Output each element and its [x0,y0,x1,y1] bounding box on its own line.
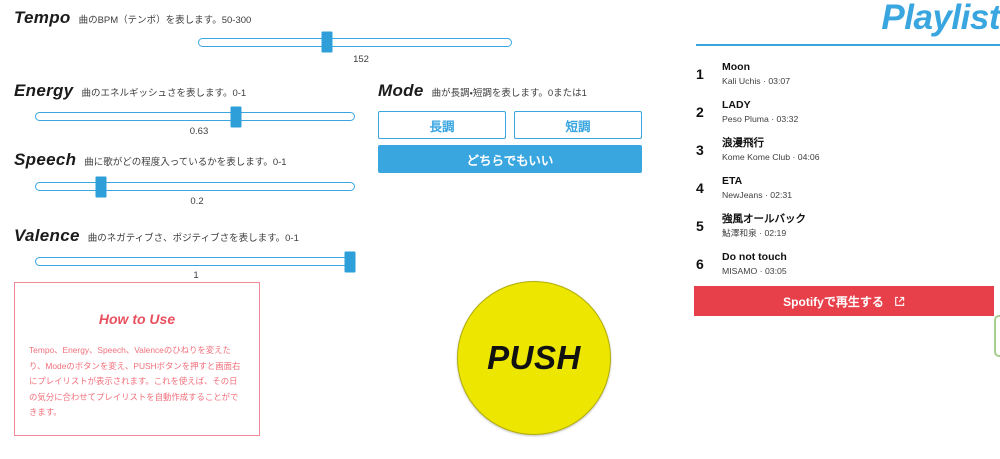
param-title-valence: Valence [14,226,80,245]
track-title: Moon [722,61,750,74]
param-header-valence: Valence 曲のネガティブさ、ポジティブさを表します。0-1 [14,226,299,246]
track-title: 強風オールバック [722,213,806,226]
spotify-play-label: Spotifyで再生する [783,294,884,309]
mode-button-group: 長調 短調 [378,111,642,139]
track-info: 強風オールバック 鮎澤和泉 · 02:19 [722,212,806,239]
track-number: 1 [696,66,704,82]
track-title: 浪漫飛行 [722,137,764,150]
playlist-pane: Playlist 1 Moon Kali Uchis · 03:07 2 LAD… [680,0,1000,459]
slider-track-speech[interactable] [35,182,355,191]
param-header-speech: Speech 曲に歌がどの程度入っているかを表します。0-1 [14,150,287,170]
slider-thumb-energy[interactable] [230,106,242,128]
slider-fill-valence [36,258,354,265]
track-info: Moon Kali Uchis · 03:07 [722,60,790,87]
param-header-tempo: Tempo 曲のBPM（テンポ）を表します。50-300 [14,8,251,28]
spotify-play-button[interactable]: Spotifyで再生する [694,286,994,316]
track-artist-duration: MISAMO · 03:05 [722,265,787,276]
edge-green-widget[interactable] [994,315,1000,357]
push-button-label: PUSH [487,339,581,376]
slider-value-tempo: 152 [353,54,369,65]
param-title-mode: Mode [378,81,424,100]
mode-major-button[interactable]: 長調 [378,111,506,139]
slider-value-energy: 0.63 [189,126,209,137]
param-desc-energy: 曲のエネルギッシュさを表します。0-1 [81,88,247,99]
slider-track-valence[interactable] [35,257,355,266]
how-to-use-body: Tempo、Energy、Speech、Valenceのひねりを変えたり、Mod… [29,345,241,418]
playlist-title: Playlist [881,0,1000,37]
slider-track-tempo[interactable] [198,38,512,47]
param-title-tempo: Tempo [14,8,71,27]
external-link-icon [894,296,905,307]
push-button[interactable]: PUSH [457,281,611,435]
track-info: 浪漫飛行 Kome Kome Club · 04:06 [722,136,820,163]
track-artist-duration: Peso Pluma · 03:32 [722,113,799,124]
param-desc-speech: 曲に歌がどの程度入っているかを表します。0-1 [84,157,287,168]
mode-minor-button[interactable]: 短調 [514,111,642,139]
track-title: ETA [722,175,743,188]
track-artist-duration: Kali Uchis · 03:07 [722,75,791,86]
slider-thumb-valence[interactable] [344,251,356,273]
parameters-pane: Tempo 曲のBPM（テンポ）を表します。50-300 152 Energy … [14,8,642,436]
param-header-energy: Energy 曲のエネルギッシュさを表します。0-1 [14,81,246,101]
track-row[interactable]: 5 強風オールバック 鮎澤和泉 · 02:19 [692,207,1000,245]
track-list: 1 Moon Kali Uchis · 03:07 2 LADY Peso Pl… [692,55,1000,283]
track-number: 2 [696,104,704,120]
track-number: 5 [696,218,704,234]
track-number: 4 [696,180,704,196]
slider-thumb-speech[interactable] [95,176,107,198]
track-artist-duration: NewJeans · 02:31 [722,189,793,200]
track-artist-duration: Kome Kome Club · 04:06 [722,151,820,162]
param-desc-valence: 曲のネガティブさ、ポジティブさを表します。0-1 [87,233,299,244]
slider-thumb-tempo[interactable] [321,31,333,53]
playlist-divider [696,44,1000,46]
slider-value-valence: 1 [193,270,199,281]
how-to-use-title: How to Use [98,311,176,327]
param-title-speech: Speech [14,150,77,169]
slider-fill-speech [36,183,100,190]
track-number: 6 [696,256,704,272]
slider-fill-tempo [199,39,327,46]
param-desc-tempo: 曲のBPM（テンポ）を表します。50-300 [78,15,252,26]
param-title-energy: Energy [14,81,74,100]
track-row[interactable]: 3 浪漫飛行 Kome Kome Club · 04:06 [692,131,1000,169]
slider-fill-energy [36,113,236,120]
track-number: 3 [696,142,704,158]
track-info: Do not touch MISAMO · 03:05 [722,250,787,277]
slider-track-energy[interactable] [35,112,355,121]
track-title: LADY [722,99,751,112]
track-artist-duration: 鮎澤和泉 · 02:19 [722,227,787,238]
slider-value-speech: 0.2 [190,196,204,207]
param-header-mode: Mode 曲が長調・短調を表します。0または1 [378,81,587,101]
track-row[interactable]: 1 Moon Kali Uchis · 03:07 [692,55,1000,93]
param-desc-mode: 曲が長調・短調を表します。0または1 [431,88,587,99]
track-row[interactable]: 6 Do not touch MISAMO · 03:05 [692,245,1000,283]
track-info: LADY Peso Pluma · 03:32 [722,98,798,125]
mode-any-button[interactable]: どちらでもいい [378,145,642,173]
track-title: Do not touch [722,251,787,264]
how-to-use-panel: How to Use Tempo、Energy、Speech、Valenceのひ… [14,282,260,436]
track-row[interactable]: 4 ETA NewJeans · 02:31 [692,169,1000,207]
track-info: ETA NewJeans · 02:31 [722,174,792,201]
track-row[interactable]: 2 LADY Peso Pluma · 03:32 [692,93,1000,131]
